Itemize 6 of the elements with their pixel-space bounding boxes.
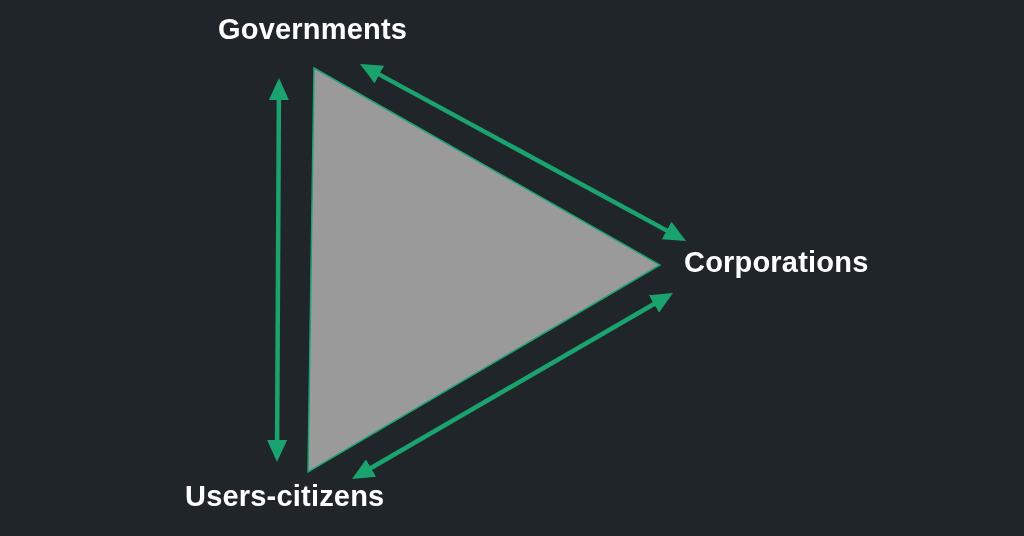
node-label: Governments xyxy=(218,12,408,47)
arrow xyxy=(360,64,686,241)
arrow xyxy=(352,293,673,479)
node-label: Corporations xyxy=(684,245,869,280)
arrow xyxy=(267,78,289,462)
node-label: Users-citizens xyxy=(185,479,385,514)
